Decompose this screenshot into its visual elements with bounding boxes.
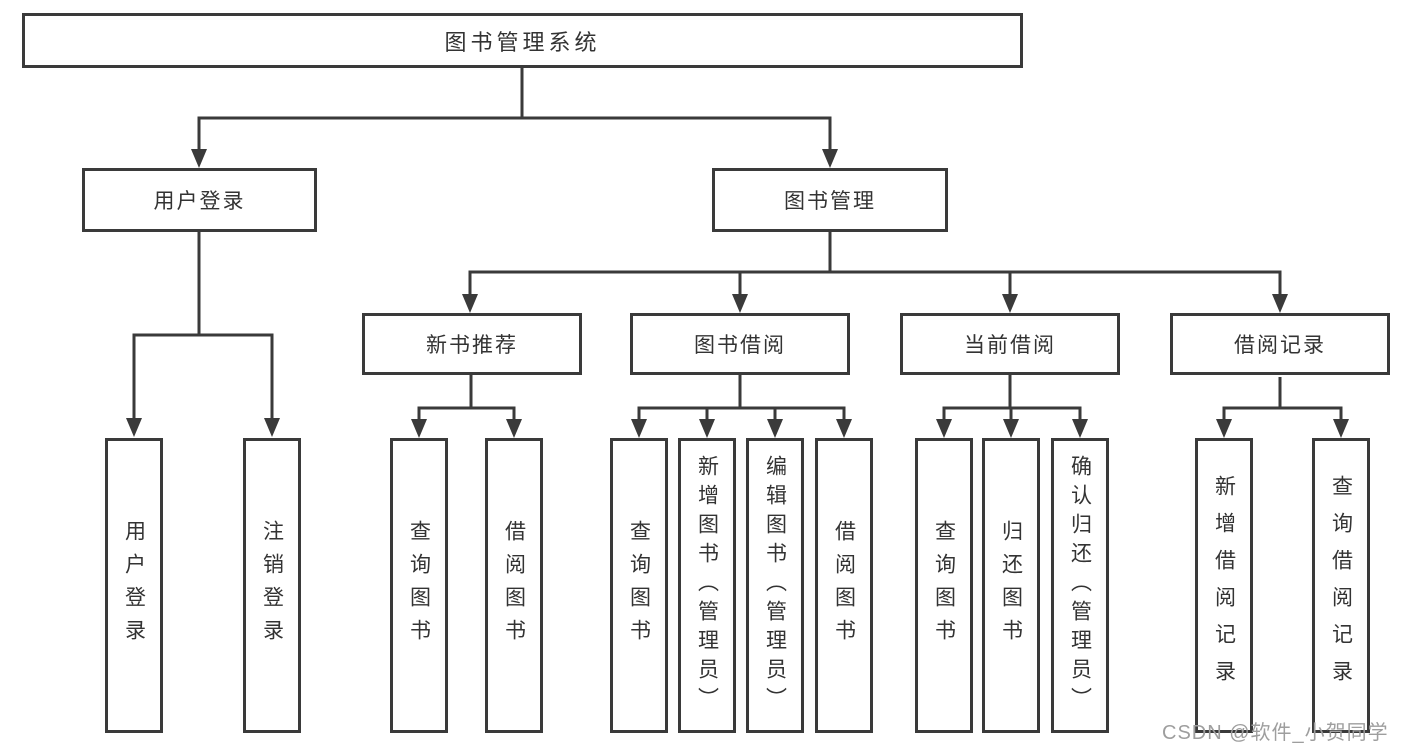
node-label: 借阅图书 [832,519,856,652]
node-label: 用户登录 [122,519,146,652]
node-label: 查询借阅记录 [1329,474,1353,697]
leaf-user-login: 用户登录 [105,438,163,733]
node-borrowing-records: 借阅记录 [1170,313,1390,375]
node-book-management: 图书管理 [712,168,948,232]
node-label: 新增图书（管理员） [695,455,719,716]
node-label: 查询图书 [627,519,651,652]
node-new-book-recommend: 新书推荐 [362,313,582,375]
leaf-return-books: 归还图书 [982,438,1040,733]
node-label: 编辑图书（管理员） [763,455,787,716]
leaf-borrow-books-borrowing: 借阅图书 [815,438,873,733]
arrowheads [126,149,1349,438]
leaf-confirm-return-admin: 确认归还（管理员） [1051,438,1109,733]
node-label: 图书借阅 [694,334,786,357]
node-label: 当前借阅 [964,334,1056,357]
node-book-borrowing: 图书借阅 [630,313,850,375]
node-label: 用户登录 [153,190,246,213]
leaf-query-books-borrowing: 查询图书 [610,438,668,733]
node-label: 新增借阅记录 [1212,474,1236,697]
node-label: 借阅记录 [1234,334,1326,357]
leaf-query-books-recommend: 查询图书 [390,438,448,733]
node-label: 图书管理 [784,190,876,213]
node-label: 新书推荐 [426,334,518,357]
node-label: 归还图书 [999,519,1023,652]
node-label: 注销登录 [260,519,284,652]
node-library-system: 图书管理系统 [22,13,1023,68]
leaf-borrow-books-recommend: 借阅图书 [485,438,543,733]
node-current-borrowing: 当前借阅 [900,313,1120,375]
leaf-add-books-admin: 新增图书（管理员） [678,438,736,733]
node-label: 查询图书 [932,519,956,652]
node-label: 图书管理系统 [444,29,601,55]
node-label: 确认归还（管理员） [1068,455,1092,716]
leaf-add-borrow-record: 新增借阅记录 [1195,438,1253,733]
node-label: 查询图书 [407,519,431,652]
node-user-login: 用户登录 [82,168,317,232]
leaf-query-books-current: 查询图书 [915,438,973,733]
leaf-edit-books-admin: 编辑图书（管理员） [746,438,804,733]
leaf-query-borrow-record: 查询借阅记录 [1312,438,1370,733]
node-label: 借阅图书 [502,519,526,652]
leaf-logout: 注销登录 [243,438,301,733]
csdn-watermark: CSDN @软件_小贺同学 [1162,722,1389,744]
